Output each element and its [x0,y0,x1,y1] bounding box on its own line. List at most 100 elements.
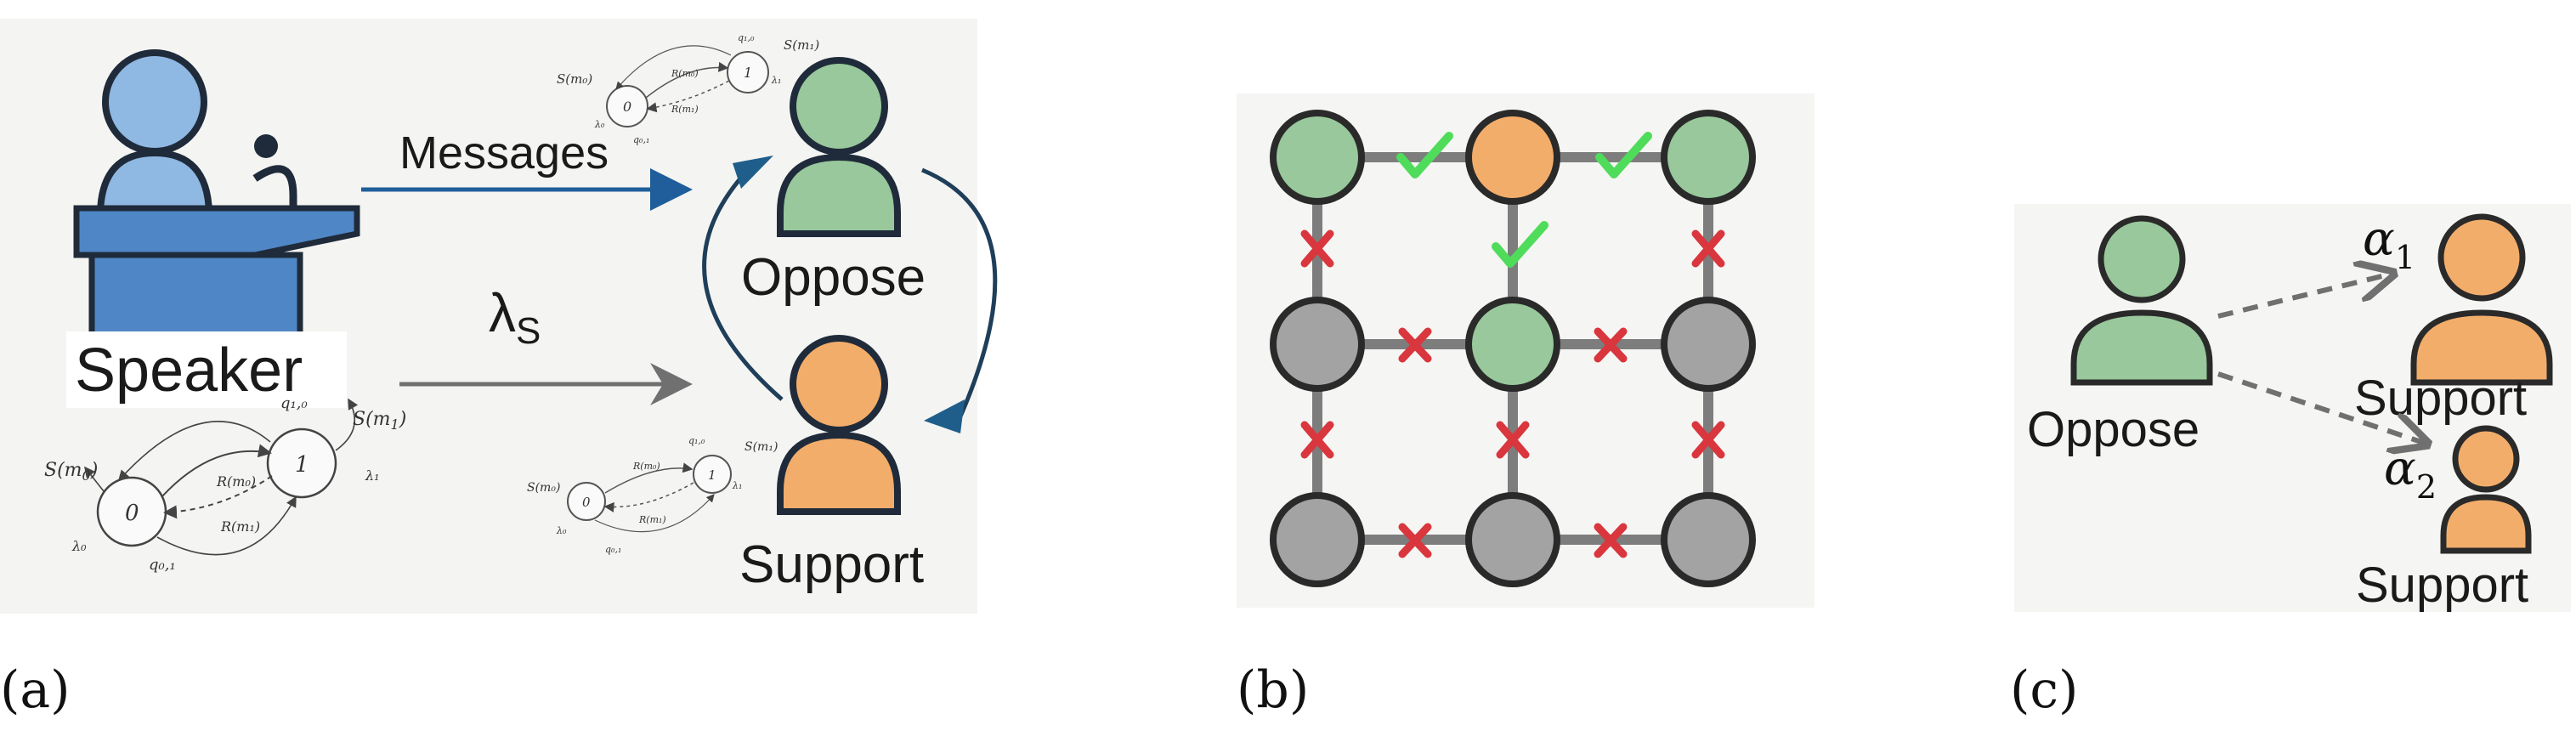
small-top-state-0-label: 0 [623,99,631,115]
cross-icon [1496,421,1530,459]
small-bottom-transition-q01 [594,494,715,533]
support-person-icon-1 [2410,213,2553,386]
influence-arrow-1 [2217,274,2392,319]
cross-icon [1398,523,1432,558]
speaker-label-bg [66,331,347,408]
r-m0-label: R(m₀) [216,473,256,490]
small-bottom-state-0 [567,482,606,521]
support-label-1: Support [2354,371,2527,426]
lambda1-label: λ₁ [365,467,380,484]
transition-0-1 [161,444,272,498]
support-label-2: Support [2356,558,2528,613]
transition-dashed [163,475,273,519]
small-top-state-1-label: 1 [744,65,752,81]
small-bottom-lambda0: λ₀ [556,525,567,536]
markov-chain-small-bottom: 0 1 S(m₀) S(m₁) R(m₀) R(m₁) q₁,₀ q₀,₁ λ₀… [527,435,778,555]
small-top-q10: q₁,₀ [738,32,755,43]
transition-q01 [156,495,297,556]
node-1-2 [1661,297,1756,392]
small-bottom-s-m0: S(m₀) [527,481,560,495]
node-0-2 [1661,110,1756,205]
markov-chain-large: 0 1 S(m0) S(m1) R(m₀) R(m₁) q₁,₀ q₀,₁ λ₀… [44,394,406,574]
small-top-r-m1: R(m₁) [671,104,699,115]
cross-icon [1594,327,1628,363]
node-0-1 [1465,110,1560,205]
emit-s-m0 [84,466,105,492]
r-m1-label: R(m₁) [220,518,260,535]
speaker-icon [73,49,360,352]
support-person-icon-2 [2440,425,2532,554]
check-icon [1492,221,1548,268]
small-top-lambda0: λ₀ [594,119,605,130]
oppose-person-icon [777,57,901,237]
panel-b: (b) [1237,93,1815,720]
oppose-person-icon-c [2070,215,2213,386]
cycle-arrow-left-head [733,156,773,189]
caption-b: (b) [1237,660,1309,720]
cycle-arrow-left [702,168,784,401]
state-0-label: 0 [125,501,139,526]
grid-nodes [1270,110,1756,587]
small-bottom-state-1 [693,455,732,494]
cycle-arrow-right [921,167,998,417]
cross-icon [1398,327,1432,363]
small-top-s-m0: S(m₀) [557,71,592,87]
state-1-label: 1 [295,452,309,478]
oppose-label-c: Oppose [2027,402,2200,457]
state-1-circle [266,427,337,499]
small-top-q01: q₀,₁ [633,134,649,145]
small-bottom-transition [604,462,694,494]
emit-s-m1 [335,398,359,451]
node-1-1 [1465,297,1560,392]
cross-icon [1691,229,1725,268]
node-2-0 [1270,492,1365,587]
check-icon [1396,132,1453,178]
node-0-0 [1270,110,1365,205]
small-top-lambda1: λ₁ [771,75,781,86]
oppose-label: Oppose [741,248,926,307]
s-m0-label: S(m0) [44,460,98,484]
s-m1-label: S(m1) [353,409,406,433]
small-bottom-r-m0: R(m₀) [632,461,660,472]
caption-c: (c) [2010,660,2078,720]
lambda-label: λS [489,282,541,352]
check-icon [1595,132,1652,178]
q01-label: q₀,₁ [149,556,176,574]
small-top-r-m0: R(m₀) [671,68,699,79]
messages-label: Messages [399,127,609,178]
small-bottom-state-1-label: 1 [708,467,716,483]
transition-q10 [117,421,271,482]
panel-a: Speaker Messages λS Oppose Support 0 1 [0,19,998,720]
speaker-label: Speaker [75,337,303,405]
influence-arrow-2 [2217,371,2426,444]
panel-c: Oppose Support Support α1 α2 (c) [2010,204,2571,720]
q10-label: q₁,₀ [280,394,308,412]
small-bottom-lambda1: λ₁ [732,480,742,491]
small-top-s-m1: S(m₁) [784,37,819,53]
lambda0-label: λ₀ [71,538,87,554]
cross-icon [1300,229,1334,268]
node-2-2 [1661,492,1756,587]
node-2-1 [1465,492,1560,587]
small-bottom-state-0-label: 0 [582,495,591,510]
small-bottom-transition-dashed [603,482,694,512]
small-bottom-q10: q₁,₀ [688,435,705,446]
small-bottom-s-m1: S(m₁) [744,440,778,454]
support-label: Support [739,535,924,594]
cross-icon [1300,421,1334,459]
caption-a: (a) [0,660,71,720]
node-1-0 [1270,297,1365,392]
cross-icon [1594,523,1628,558]
small-top-transition-dashed [646,80,730,113]
cycle-arrow-right-head [924,399,965,433]
small-bottom-r-m1: R(m₁) [638,514,666,525]
support-person-icon [777,335,901,515]
markov-chain-small-top: 0 1 S(m₀) S(m₁) R(m₀) R(m₁) q₁,₀ q₀,₁ λ₀… [557,32,819,145]
small-top-transition-q10 [615,45,732,90]
small-top-state-1 [727,51,769,93]
alpha-2-label: α2 [2384,441,2437,506]
alpha-1-label: α1 [2363,212,2415,276]
small-top-transition [645,61,729,99]
small-bottom-q01: q₀,₁ [605,544,621,555]
